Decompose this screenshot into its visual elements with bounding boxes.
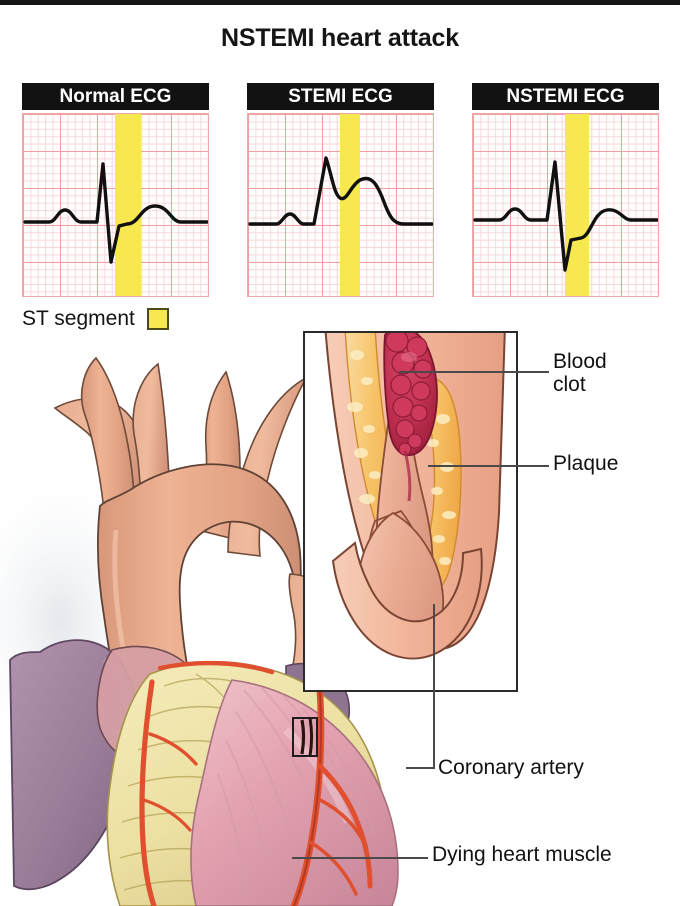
callout-dying-heart-muscle: Dying heart muscle — [432, 843, 612, 866]
coronary-artery-tree — [139, 660, 373, 906]
diagonal-branch — [317, 763, 373, 889]
callout-blood-clot: Blood clot — [553, 350, 607, 396]
marginal-branch-2 — [142, 798, 192, 832]
proximal-coronary — [157, 660, 275, 675]
ecg-panel-stemi-header: STEMI ECG — [247, 83, 434, 110]
myocardium-striations — [217, 687, 375, 897]
artery-lesion-segment-2 — [308, 717, 313, 757]
callout-plaque: Plaque — [553, 452, 619, 475]
artery-cross-section-drawing — [324, 333, 506, 660]
artery-lesion-marker-box — [292, 717, 318, 757]
st-segment-legend-swatch — [146, 308, 169, 330]
plaque-right — [414, 374, 462, 594]
st-segment-highlight-stemi — [340, 114, 360, 296]
clot-highlight — [401, 352, 417, 362]
artery-lesion-segment — [300, 719, 306, 755]
ecg-panel-normal-header: Normal ECG — [22, 83, 209, 110]
ecg-trace-normal — [23, 162, 208, 264]
ecg-plot-nstemi — [472, 113, 659, 297]
callout-coronary-artery: Coronary artery — [438, 756, 584, 779]
artery-cross-section-inset — [303, 331, 518, 692]
st-segment-highlight-normal — [115, 114, 141, 296]
ecg-trace-nstemi — [473, 160, 658, 272]
ecg-panel-normal: Normal ECG — [22, 83, 209, 297]
artery-distal-bend — [331, 541, 483, 660]
ecg-panel-stemi: STEMI ECG — [247, 83, 434, 297]
small-branch-1 — [318, 798, 368, 848]
lad-shadow — [293, 667, 322, 906]
clot-lobules — [385, 333, 433, 456]
st-segment-legend: ST segment — [22, 307, 169, 331]
ecg-panel-nstemi-header: NSTEMI ECG — [472, 83, 659, 110]
ecg-panel-nstemi: NSTEMI ECG — [472, 83, 659, 297]
clot-tail — [403, 450, 412, 502]
st-segment-highlight-nstemi — [565, 114, 589, 296]
marginal-branch-1 — [148, 732, 198, 766]
ecg-plot-stemi — [247, 113, 434, 297]
top-bar — [0, 0, 680, 5]
circumflex-artery — [139, 679, 157, 906]
ecg-trace-stemi — [248, 156, 433, 226]
small-branch-2 — [308, 840, 358, 896]
left-ventricle-myocardium — [190, 679, 399, 906]
ecg-plot-normal — [22, 113, 209, 297]
page-title: NSTEMI heart attack — [221, 24, 459, 52]
st-segment-legend-label: ST segment — [22, 307, 135, 330]
